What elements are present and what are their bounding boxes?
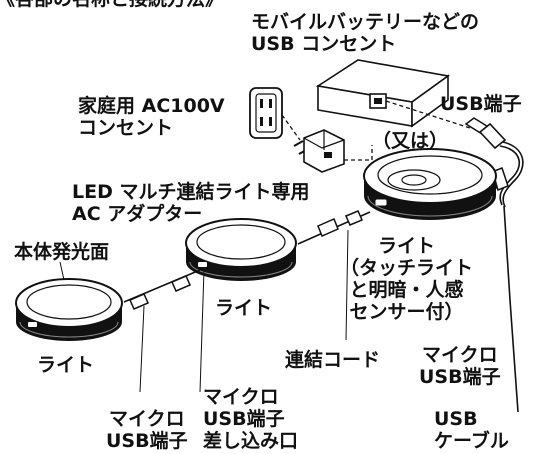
link-cord bbox=[297, 210, 371, 341]
light-disc-icon bbox=[15, 278, 123, 341]
usb-plug-icon bbox=[464, 117, 507, 150]
label-micro-usb-left: マイクロ USB端子 bbox=[106, 408, 188, 452]
connection-guides bbox=[281, 100, 471, 161]
label-micro-usb-terminal: マイクロ USB端子 bbox=[419, 344, 501, 388]
light-disc-icon bbox=[363, 148, 497, 220]
label-ac-adapter: LED マルチ連結ライト専用 AC アダプター bbox=[72, 181, 310, 225]
label-usb-terminal-top: USB端子 bbox=[440, 93, 522, 115]
label-usb-cable: USB ケーブル bbox=[434, 408, 509, 452]
label-micro-usb-socket: マイクロ USB端子 差し込み口 bbox=[203, 386, 299, 452]
label-link-cord: 連結コード bbox=[285, 349, 381, 371]
label-light-right: ライト （タッチライト と明暗・人感 センサー付） bbox=[340, 235, 474, 323]
diagram-title: 《各部の名称と接続方法》 bbox=[0, 0, 224, 10]
light-disc-icon bbox=[185, 218, 297, 281]
label-light-middle: ライト bbox=[215, 297, 273, 319]
label-or: （又は） bbox=[372, 130, 449, 152]
wall-outlet-icon bbox=[249, 87, 283, 139]
link-cord-left bbox=[123, 269, 205, 393]
usb-cable bbox=[499, 141, 524, 413]
ac-adapter-icon bbox=[293, 129, 345, 173]
leader-lines bbox=[59, 261, 65, 281]
label-body-face: 本体発光面 bbox=[14, 241, 110, 263]
label-light-left: ライト bbox=[37, 354, 95, 376]
label-wall-outlet: 家庭用 AC100V コンセント bbox=[78, 95, 225, 139]
mobile-battery-icon bbox=[315, 59, 450, 128]
label-mobile-battery: モバイルバッテリーなどの USB コンセント bbox=[251, 11, 480, 55]
